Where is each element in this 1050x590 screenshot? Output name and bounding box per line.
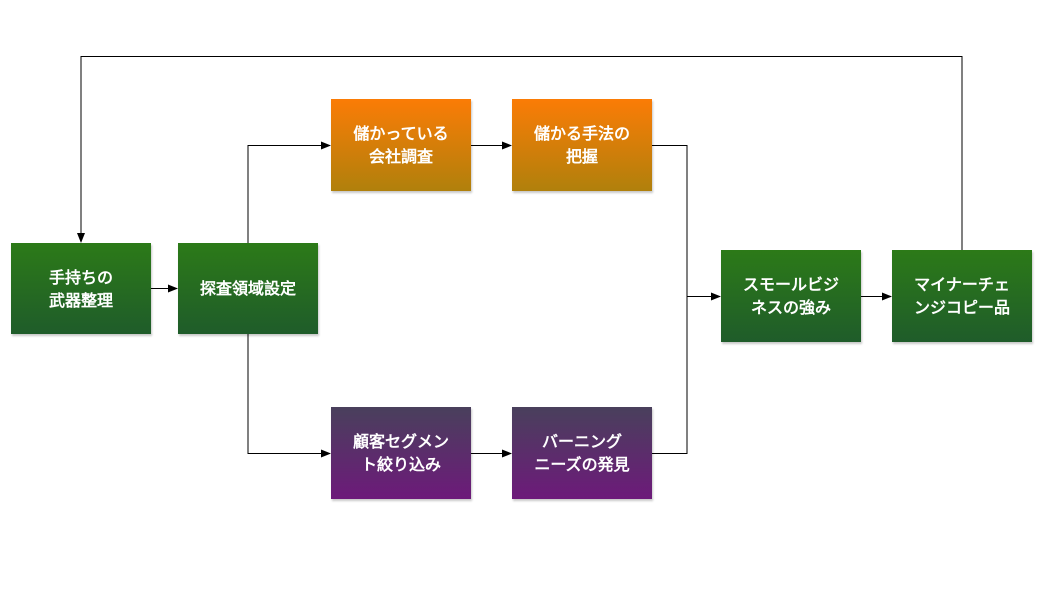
- node-profitable-company-research-label: 儲かっている 会社調査: [353, 124, 449, 166]
- node-burning-needs-label: バーニング ニーズの発見: [534, 432, 630, 474]
- node-tools-inventory-label: 手持ちの 武器整理: [48, 267, 113, 310]
- node-exploration-area-label: 探査領域設定: [199, 279, 296, 298]
- node-tools-inventory: 手持ちの 武器整理: [11, 243, 151, 334]
- node-exploration-area: 探査領域設定: [178, 243, 318, 334]
- node-minor-change-copy: マイナーチェ ンジコピー品: [892, 250, 1032, 342]
- edge-method-to-small: [652, 145, 721, 301]
- edge-needs-to-small: [652, 296, 688, 454]
- node-small-business-strength-label: スモールビジ ネスの強み: [742, 275, 839, 317]
- edge-explore-to-company: [247, 141, 331, 243]
- node-profitable-method-label: 儲かる手法の 把握: [533, 124, 630, 166]
- node-small-business-strength: スモールビジ ネスの強み: [721, 250, 861, 342]
- node-profitable-company-research: 儲かっている 会社調査: [331, 99, 471, 191]
- node-burning-needs: バーニング ニーズの発見: [512, 407, 652, 499]
- edge-explore-to-segment: [247, 334, 331, 458]
- node-customer-segment: 顧客セグメン ト絞り込み: [331, 407, 471, 499]
- node-profitable-method: 儲かる手法の 把握: [512, 99, 652, 191]
- edge-copy-to-tools: [77, 56, 963, 250]
- node-minor-change-copy-label: マイナーチェ ンジコピー品: [913, 275, 1010, 317]
- node-customer-segment-label: 顧客セグメン ト絞り込み: [352, 432, 449, 474]
